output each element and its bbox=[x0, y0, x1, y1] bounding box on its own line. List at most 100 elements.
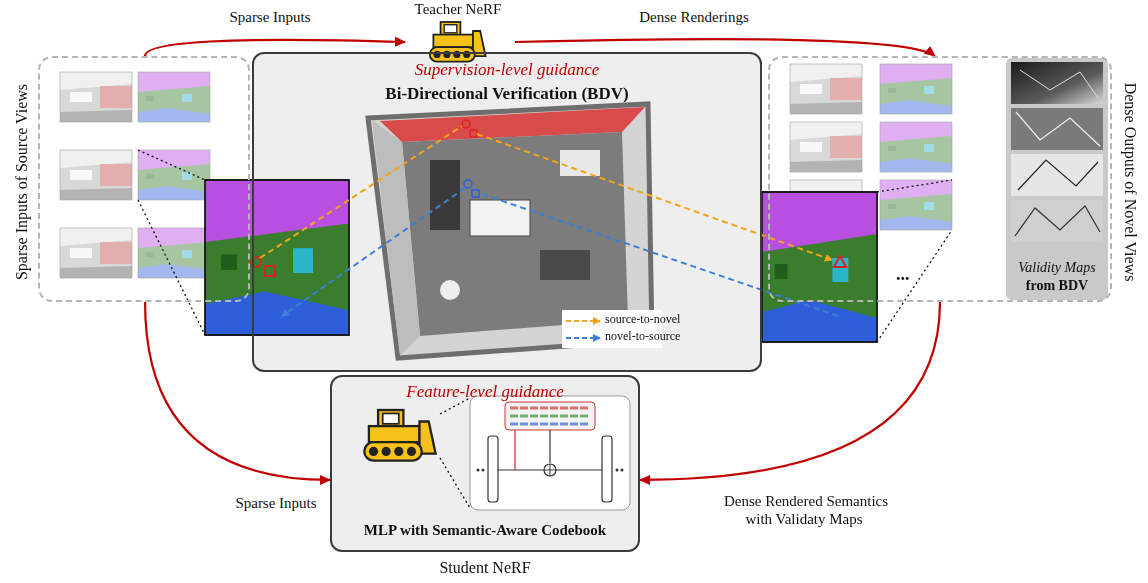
svg-line bbox=[440, 458, 470, 508]
svg-rect bbox=[1011, 62, 1103, 104]
svg-line bbox=[544, 470, 556, 471]
svg-rect bbox=[470, 200, 530, 236]
svg-line bbox=[138, 150, 205, 180]
svg-polyline bbox=[1020, 70, 1098, 98]
edge-label: Dense Renderings bbox=[626, 8, 762, 26]
teacher-model: Teacher NeRF bbox=[405, 0, 515, 70]
node-text: Student NeRF bbox=[439, 559, 530, 577]
svg-polyline bbox=[1018, 160, 1098, 190]
svg-use bbox=[138, 228, 210, 278]
svg-rect bbox=[330, 375, 640, 552]
svg-circle bbox=[544, 464, 556, 476]
svg-rect bbox=[1011, 200, 1103, 242]
edge-label: Sparse Inputs bbox=[212, 8, 328, 26]
svg-line bbox=[482, 194, 838, 316]
legend-text: novel-to-source bbox=[605, 330, 680, 344]
svg-rect bbox=[266, 314, 276, 324]
svg-rect bbox=[1006, 58, 1108, 300]
guidance-title: Supervision-level guidance bbox=[415, 60, 600, 80]
svg-circle bbox=[621, 469, 624, 472]
edge-label: Dense Rendered Semantics with Validaty M… bbox=[712, 492, 898, 528]
svg-line bbox=[498, 469, 544, 470]
svg-use bbox=[60, 150, 132, 200]
svg-use bbox=[790, 64, 862, 114]
svg-line bbox=[510, 415, 590, 418]
svg-rect bbox=[560, 150, 600, 176]
node-text: Validity Maps bbox=[1018, 260, 1095, 276]
svg-rect bbox=[488, 436, 498, 502]
svg-use bbox=[205, 180, 349, 335]
svg-circle bbox=[462, 120, 470, 128]
svg-rect bbox=[470, 396, 630, 510]
svg-rect bbox=[205, 180, 349, 335]
node-text: Teacher NeRF bbox=[415, 1, 502, 18]
svg-polygon bbox=[372, 120, 420, 356]
svg-use bbox=[880, 122, 952, 172]
svg-use bbox=[880, 180, 952, 230]
edge-label-text: Dense Rendered Semantics with Validaty M… bbox=[722, 493, 888, 527]
svg-use bbox=[138, 72, 210, 122]
svg-line bbox=[510, 423, 590, 426]
svg-circle bbox=[477, 469, 480, 472]
svg-use bbox=[430, 22, 486, 62]
svg-circle bbox=[482, 469, 485, 472]
svg-circle bbox=[440, 280, 460, 300]
svg-line bbox=[556, 469, 602, 470]
validity-column: Validity Maps from BDV bbox=[1006, 58, 1108, 300]
guidance-title: Feature-level guidance bbox=[406, 382, 564, 402]
svg-g bbox=[60, 72, 210, 278]
svg-line bbox=[877, 230, 952, 342]
flow-arrow bbox=[640, 302, 940, 480]
svg-use bbox=[880, 64, 952, 114]
svg-line bbox=[138, 200, 205, 335]
output-panel: Validity Mapsfrom BDVDense Outputs of No… bbox=[768, 56, 1112, 302]
svg-use bbox=[364, 410, 435, 461]
svg-line bbox=[260, 126, 462, 258]
svg-line bbox=[477, 134, 832, 260]
svg-line bbox=[566, 320, 600, 322]
node-text: from BDV bbox=[1026, 278, 1088, 294]
legend-text: source-to-novel bbox=[605, 313, 680, 327]
svg-use bbox=[138, 150, 210, 200]
svg-circle bbox=[464, 180, 472, 188]
svg-polyline bbox=[1016, 112, 1100, 146]
svg-line bbox=[549, 430, 550, 463]
svg-polyline bbox=[1015, 206, 1100, 236]
input-panel: Sparse Inputs of Source Views bbox=[38, 56, 250, 302]
node-text: MLP with Semantic-Aware Codebook bbox=[364, 522, 606, 539]
svg-use bbox=[60, 228, 132, 278]
svg-line bbox=[877, 180, 952, 192]
flow-arrow bbox=[145, 302, 330, 480]
svg-rect bbox=[472, 190, 479, 197]
student-box: Feature-level guidanceMLP with Semantic-… bbox=[330, 375, 640, 552]
svg-circle bbox=[616, 469, 619, 472]
svg-rect bbox=[1011, 154, 1103, 196]
svg-rect bbox=[540, 250, 590, 280]
svg-polygon bbox=[834, 256, 846, 267]
svg-line bbox=[510, 407, 590, 410]
svg-polygon bbox=[840, 312, 852, 323]
svg-g bbox=[1011, 62, 1103, 242]
svg-line bbox=[282, 188, 465, 316]
svg-rect bbox=[762, 192, 877, 342]
svg-rect bbox=[505, 402, 595, 430]
edge-label-text: Sparse Inputs bbox=[227, 9, 312, 25]
svg-polyline bbox=[514, 430, 515, 470]
svg-use bbox=[60, 72, 132, 122]
svg-rect bbox=[470, 130, 477, 137]
vertical-heading: Sparse Inputs of Source Views bbox=[13, 84, 31, 280]
guidance-box: Supervision-level guidanceBi-Directional… bbox=[252, 52, 762, 372]
svg-use bbox=[762, 192, 877, 342]
vertical-heading: Dense Outputs of Novel Views bbox=[1121, 83, 1139, 282]
ellipsis-label: ... bbox=[896, 264, 910, 285]
node-text: Bi-Directional Verification (BDV) bbox=[385, 84, 628, 104]
svg-use bbox=[790, 122, 862, 172]
edge-label-text: Dense Renderings bbox=[637, 9, 751, 25]
edge-label: Sparse Inputs bbox=[218, 494, 334, 512]
svg-polygon bbox=[402, 132, 628, 336]
svg-rect bbox=[265, 266, 275, 276]
edge-label-text: Sparse Inputs bbox=[233, 495, 318, 511]
svg-line bbox=[566, 337, 600, 339]
svg-rect bbox=[602, 436, 612, 502]
